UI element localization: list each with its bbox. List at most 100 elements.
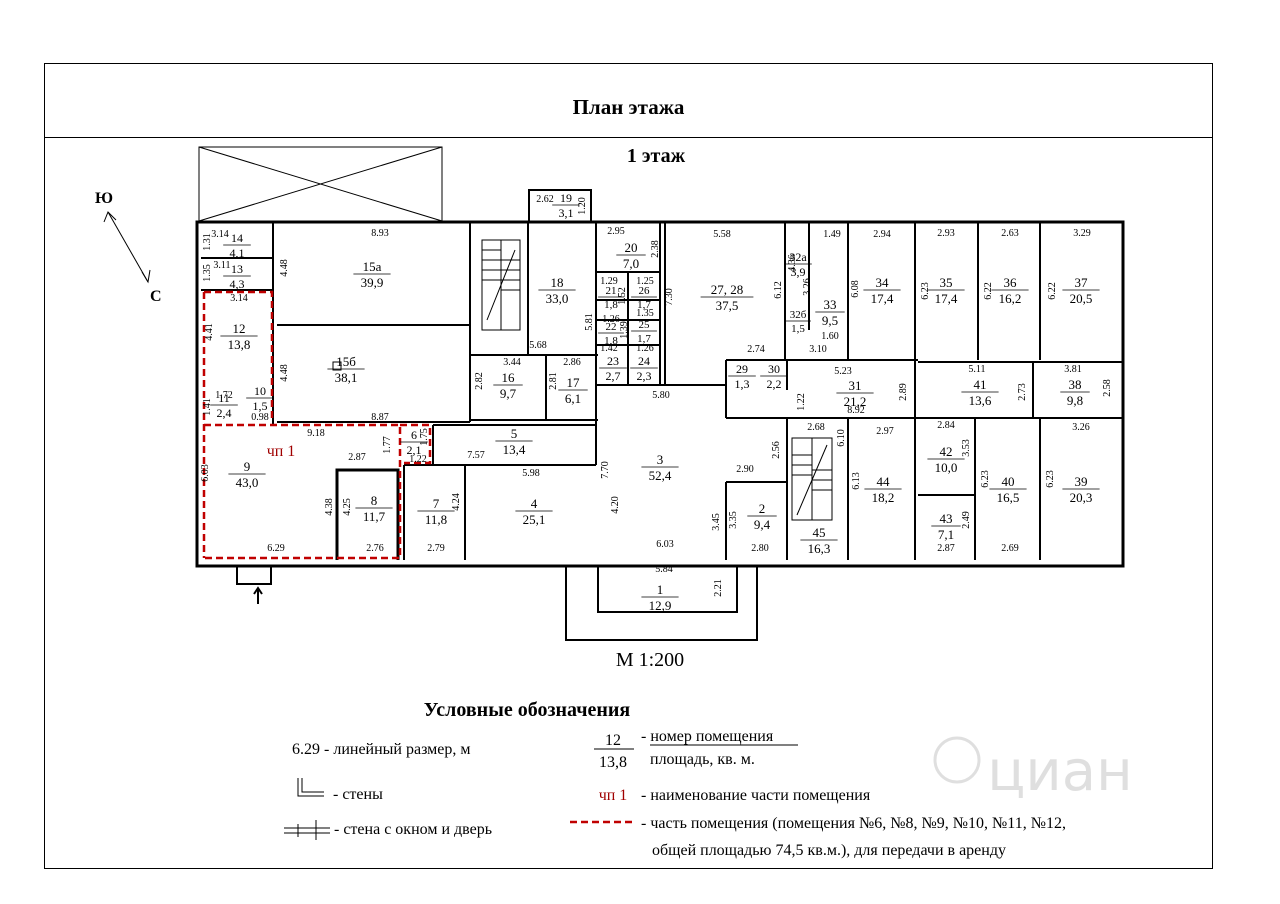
dimension-label: 1.26 <box>636 343 654 354</box>
dimension-label: 3.10 <box>809 344 827 355</box>
compass-north-label: С <box>150 288 162 305</box>
room-area: 43,0 <box>236 475 259 490</box>
room-number: 3 <box>657 452 664 467</box>
dimension-label: 2.94 <box>873 229 891 240</box>
dimension-label: 1.20 <box>577 197 588 215</box>
legend: Условные обозначения 6.29 - линейный раз… <box>284 699 1066 859</box>
compass-arrow <box>107 211 149 283</box>
room-area: 20,3 <box>1070 490 1093 505</box>
room-number: 18 <box>551 275 564 290</box>
room-number: 10 <box>254 384 266 398</box>
room-number: 4 <box>531 496 538 511</box>
dimension-label: 5.84 <box>655 564 673 575</box>
dimension-label: 2.89 <box>898 383 909 401</box>
room-number: 40 <box>1002 474 1015 489</box>
room-number: 41 <box>974 377 987 392</box>
dimension-label: 2.63 <box>1001 228 1019 239</box>
watermark: циан <box>933 736 1133 804</box>
room-number: 24 <box>638 354 650 368</box>
room-area: 2,1 <box>407 443 422 457</box>
dimension-label: 2.56 <box>771 441 782 459</box>
room-label-16: 169,7 <box>493 370 523 401</box>
room-area: 6,1 <box>565 391 581 406</box>
dimension-label: 1.42 <box>600 343 618 354</box>
column-marker <box>332 361 342 371</box>
room-area: 10,0 <box>935 460 958 475</box>
room-label-33: 339,5 <box>815 297 845 328</box>
room-number: 21 <box>606 285 617 297</box>
room-number: 26 <box>639 285 651 297</box>
dimension-label: 6.03 <box>200 464 211 482</box>
room-area: 9,4 <box>754 517 771 532</box>
room-area: 11,8 <box>425 512 447 527</box>
dimension-label: 1.22 <box>796 393 807 411</box>
room-area: 37,5 <box>716 298 739 313</box>
room-area: 1,5 <box>253 399 268 413</box>
dimension-label: 6.22 <box>983 282 994 300</box>
part-outline <box>202 290 432 560</box>
legend-part-area-2: общей площадью 74,5 кв.м.), для передачи… <box>652 842 1006 859</box>
dimension-label: 2.80 <box>751 543 769 554</box>
legend-title: Условные обозначения <box>424 699 631 721</box>
room-area: 20,5 <box>1070 291 1093 306</box>
dimension-label: 2.69 <box>1001 543 1019 554</box>
stairs-left <box>481 239 521 331</box>
room-area: 39,9 <box>361 275 384 290</box>
room-number: 8 <box>371 493 378 508</box>
annexes <box>236 189 758 641</box>
room-label-14: 144,1 <box>223 231 251 260</box>
dimension-label: 2.84 <box>937 420 955 431</box>
room-number: 29 <box>736 362 748 376</box>
room-label-43: 437,1 <box>931 511 961 542</box>
dimension-label: 2.49 <box>961 511 972 529</box>
dimension-label: 3.81 <box>1064 364 1082 375</box>
room-label-21: 211,8 <box>598 285 624 311</box>
room-area: 52,4 <box>649 468 672 483</box>
dimension-label: 2.38 <box>650 240 661 258</box>
room-area: 4,1 <box>230 246 245 260</box>
room-label-26: 261,7 <box>631 285 657 311</box>
room-number: 14 <box>231 231 243 245</box>
room-area: 38,1 <box>335 370 358 385</box>
dimension-label: 2.87 <box>348 452 366 463</box>
room-area: 16,2 <box>999 291 1022 306</box>
dimension-label: 1.29 <box>600 276 618 287</box>
dimension-label: 5.98 <box>522 468 540 479</box>
room-label-8: 811,7 <box>355 493 393 524</box>
legend-linear: 6.29 - линейный размер, м <box>292 741 471 758</box>
room-area: 3,1 <box>559 206 574 220</box>
legend-area-desc: площадь, кв. м. <box>650 751 755 768</box>
room-number: 2 <box>759 501 766 516</box>
legend-room-number: - номер помещения <box>641 728 774 745</box>
dimension-label: 3.14 <box>211 229 229 240</box>
room-number: 25 <box>639 319 651 331</box>
dimension-label: 8.93 <box>371 228 389 239</box>
dimension-labels: 3.141.313.111.358.934.483.144.414.488.87… <box>200 194 1113 597</box>
dimension-label: 2.95 <box>607 226 625 237</box>
dimension-label: 9.18 <box>307 428 325 439</box>
dimension-label: 2.62 <box>536 194 554 205</box>
room-area: 1,7 <box>637 299 651 311</box>
dimension-label: 2.93 <box>937 228 955 239</box>
room-number: 1 <box>657 582 664 597</box>
dimension-label: 1.35 <box>202 264 213 282</box>
room-number: 19 <box>560 191 572 205</box>
dimension-label: 5.81 <box>584 313 595 331</box>
room-number: 15а <box>363 259 382 274</box>
room-area: 1,8 <box>604 299 618 311</box>
dimension-label: 3.53 <box>961 439 972 457</box>
dimension-label: 4.48 <box>279 364 290 382</box>
dimension-label: 6.10 <box>836 429 847 447</box>
room-area: 11,7 <box>363 509 386 524</box>
room-label-6: 62,1 <box>400 428 428 457</box>
dimension-label: 4.41 <box>204 323 215 341</box>
room-label-23: 232,7 <box>599 354 627 383</box>
room-number: 33 <box>824 297 837 312</box>
room-8-walls <box>335 468 400 560</box>
title-bar: План этажа <box>45 64 1212 138</box>
